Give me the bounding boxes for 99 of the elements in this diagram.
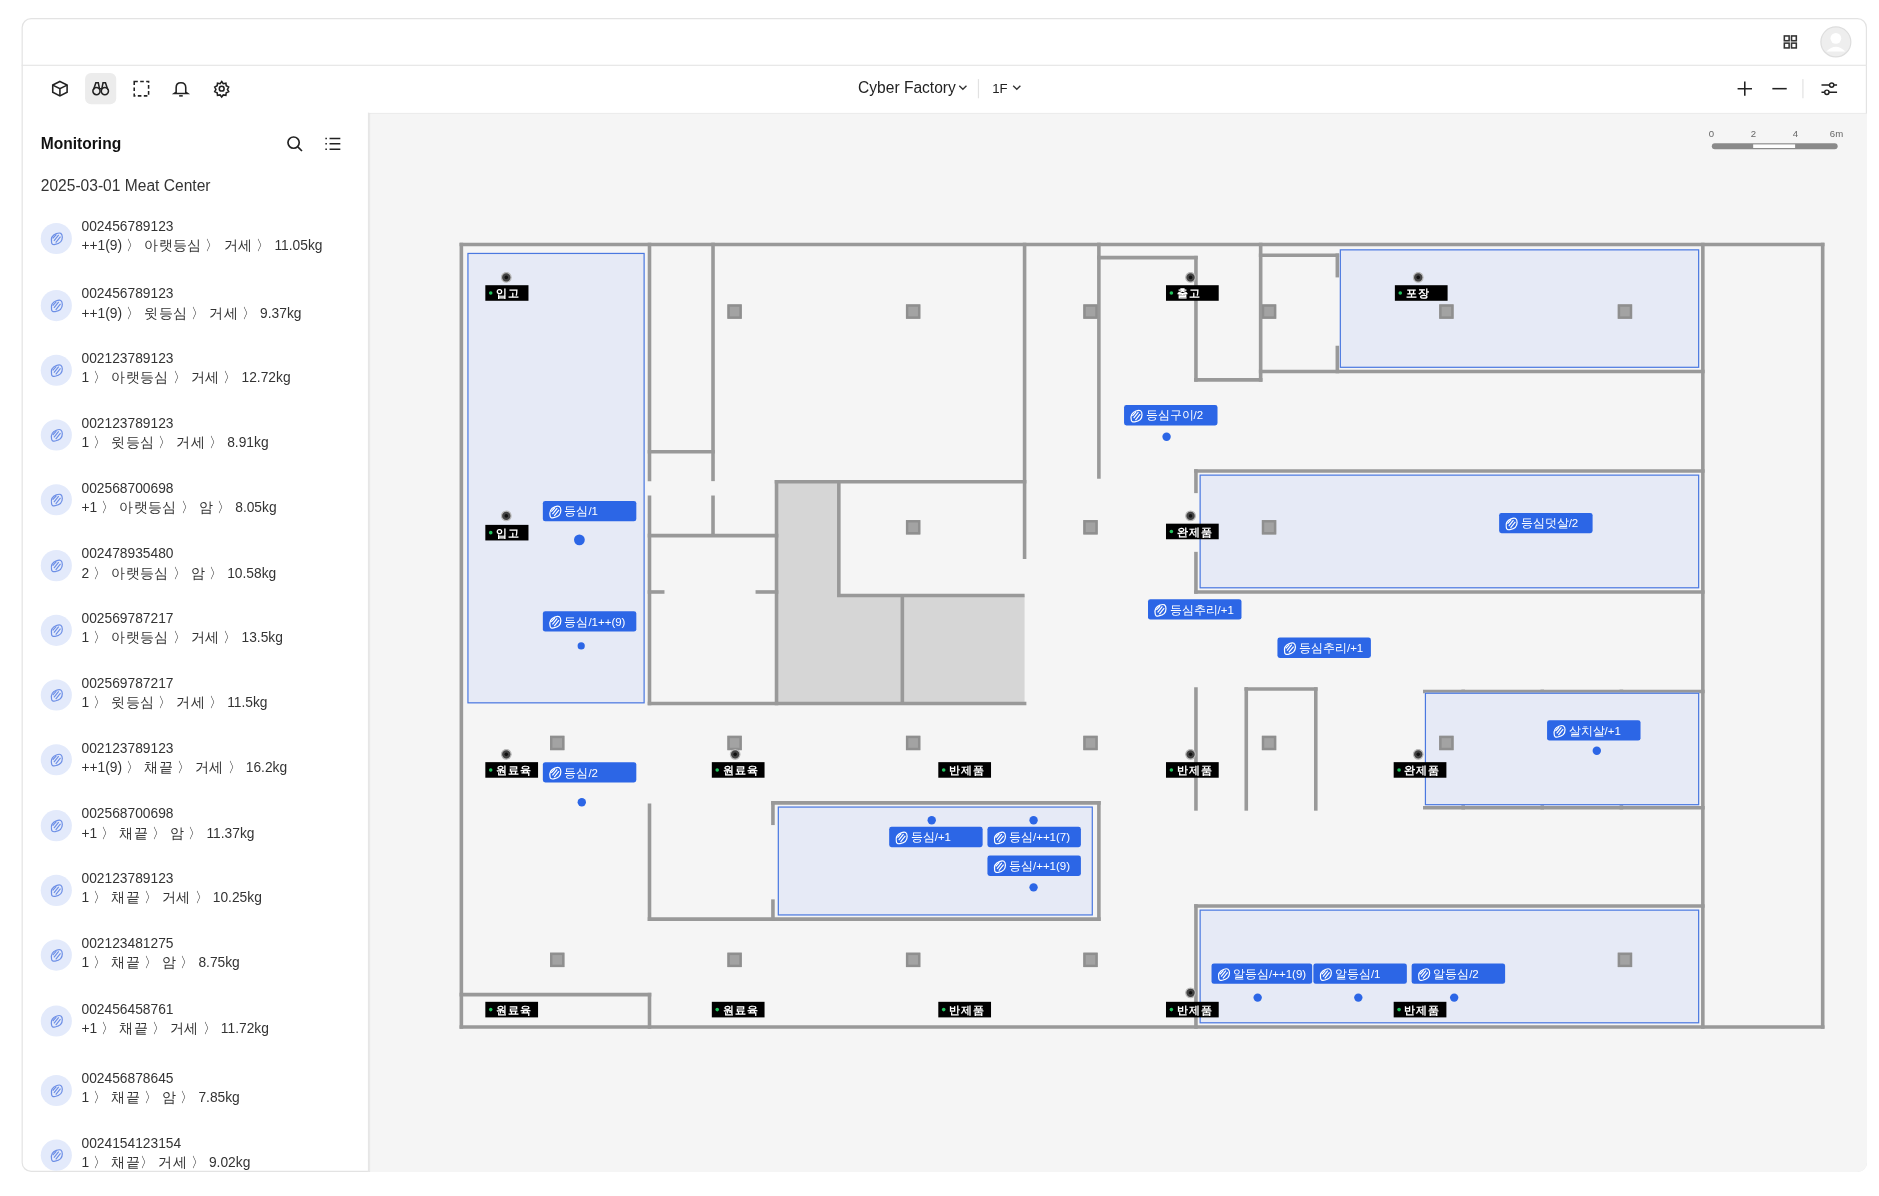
tag-label: 등심/+1: [910, 829, 951, 845]
product-tag: [1148, 599, 1242, 620]
item-id: 002478935480: [81, 546, 174, 563]
tag-label: 반제품: [1176, 762, 1213, 778]
station-tag: [1166, 1001, 1219, 1018]
tag-label: 등심추리/+1: [1299, 640, 1364, 656]
panel-title: Monitoring: [40, 135, 122, 154]
product-tag: [1313, 963, 1407, 984]
tag-label: 등심구이/2: [1145, 407, 1204, 423]
scale-label: 0: [1708, 128, 1715, 140]
item-id: 002123481275: [81, 935, 174, 952]
zone-area: [777, 806, 1093, 916]
tag-label: 등심/2: [564, 764, 598, 781]
item-path: +1 〉 아랫등심 〉 암 〉 8.05kg: [81, 499, 277, 516]
scale-label: 6m: [1829, 128, 1844, 140]
item-path: 1 〉 채끝 〉 거세 〉 10.25kg: [81, 890, 262, 907]
product-tag: [1411, 963, 1506, 984]
tag-label: 원료육: [722, 762, 759, 778]
tag-label: 알등심/1: [1334, 966, 1381, 982]
tag-label: 반제품: [949, 1002, 986, 1018]
product-tag: [1124, 405, 1218, 426]
station-tag: [938, 1001, 992, 1018]
tag-label: 알등심/++1(9): [1233, 966, 1307, 982]
station-tag: [485, 762, 539, 778]
item-path: ++1(9) 〉 채끝 〉 거세 〉 16.2kg: [81, 759, 288, 776]
tag-label: 등심덧살/2: [1520, 515, 1579, 531]
station-tag: [711, 762, 765, 778]
scale-label: 2: [1750, 128, 1757, 140]
tag-label: 완제품: [1404, 762, 1441, 778]
item-path: 1 〉 윗등심 〉 거세 〉 11.5kg: [81, 695, 268, 711]
tag-label: 알등심/2: [1433, 966, 1479, 982]
tag-label: 원료육: [722, 1002, 759, 1018]
product-tag: [542, 500, 637, 522]
item-id: 002123789123: [81, 415, 174, 432]
tag-label: 포장: [1405, 285, 1430, 301]
tag-label: 입고: [496, 285, 521, 301]
item-id: 002456789123: [81, 286, 174, 303]
scale-label: 4: [1792, 128, 1799, 140]
item-id: 002456458761: [81, 1001, 174, 1018]
item-path: +1 〉 채끝 〉 거세 〉 11.72kg: [81, 1021, 269, 1037]
zone-area: [467, 252, 645, 704]
product-tag: [987, 826, 1081, 848]
item-path: 1 〉 윗등심 〉 거세 〉 8.91kg: [81, 435, 269, 451]
item-path: +1 〉 채끝 〉 암 〉 11.37kg: [81, 825, 255, 842]
station-tag: [1166, 285, 1219, 301]
tag-label: 반제품: [1404, 1002, 1441, 1018]
item-path: 1 〉 채끝 〉 암 〉 8.75kg: [81, 955, 240, 971]
station-tag: [711, 1001, 765, 1018]
tag-label: 반제품: [949, 762, 986, 778]
tag-label: 입고: [496, 525, 521, 541]
item-id: 002456789123: [81, 219, 174, 236]
tag-label: 완제품: [1176, 523, 1213, 540]
item-path: 1 〉 아랫등심 〉 거세 〉 13.5kg: [81, 630, 283, 647]
product-tag: [542, 762, 637, 783]
tag-label: 반제품: [1176, 1002, 1213, 1018]
product-tag: [987, 855, 1081, 876]
station-tag: [1166, 523, 1219, 540]
tag-label: 원료육: [496, 1002, 533, 1018]
product-tag: [542, 611, 637, 632]
item-path: ++1(9) 〉 윗등심 〉 거세 〉 9.37kg: [81, 305, 302, 322]
item-path: 1 〉 채끝 〉 암 〉 7.85kg: [81, 1090, 240, 1107]
zone-area: [1339, 249, 1700, 368]
item-path: 1 〉 아랫등심 〉 거세 〉 12.72kg: [81, 370, 291, 387]
station-tag: [485, 1001, 539, 1018]
tag-label: 등심/++1(9): [1009, 858, 1071, 874]
item-id: 002123789123: [81, 871, 174, 888]
product-tag: [1211, 963, 1313, 984]
date-label: 2025-03-01 Meat Center: [40, 177, 211, 196]
product-tag: [1499, 512, 1593, 534]
tag-label: 출고: [1176, 285, 1201, 301]
item-path: 2 〉 아랫등심 〉 암 〉 10.58kg: [81, 565, 277, 582]
item-id: 002123789123: [81, 740, 174, 757]
product-tag: [889, 826, 983, 848]
tag-label: 등심/++1(7): [1009, 829, 1071, 845]
item-path: 1 〉 채끝〉 거세 〉 9.02kg: [81, 1155, 251, 1172]
station-tag: [1393, 762, 1447, 778]
item-id: 002568700698: [81, 806, 174, 823]
tag-label: 원료육: [496, 762, 533, 778]
station-tag: [938, 762, 992, 778]
item-id: 002123789123: [81, 351, 174, 367]
product-tag: [1277, 637, 1371, 658]
station-tag: [485, 524, 529, 541]
tag-label: 등심/1: [564, 503, 598, 519]
item-id: 002456878645: [81, 1071, 174, 1088]
station-tag: [485, 285, 529, 301]
item-id: 002568700698: [81, 480, 174, 497]
item-id: 002569787217: [81, 675, 174, 692]
tag-label: 등심추리/+1: [1169, 601, 1234, 618]
tag-label: 등심/1++(9): [564, 613, 626, 630]
dropdown-label: Cyber Factory: [858, 80, 956, 99]
station-tag: [1393, 1001, 1447, 1018]
station-tag: [1394, 285, 1448, 301]
item-id: 002569787217: [81, 611, 174, 627]
tag-label: 살치살/+1: [1568, 722, 1621, 739]
item-id: 0024154123154: [81, 1136, 182, 1152]
station-tag: [1166, 762, 1219, 778]
dropdown-label: 1F: [992, 81, 1008, 97]
product-tag: [1547, 720, 1641, 741]
item-path: ++1(9) 〉 아랫등심 〉 거세 〉 11.05kg: [81, 238, 323, 255]
